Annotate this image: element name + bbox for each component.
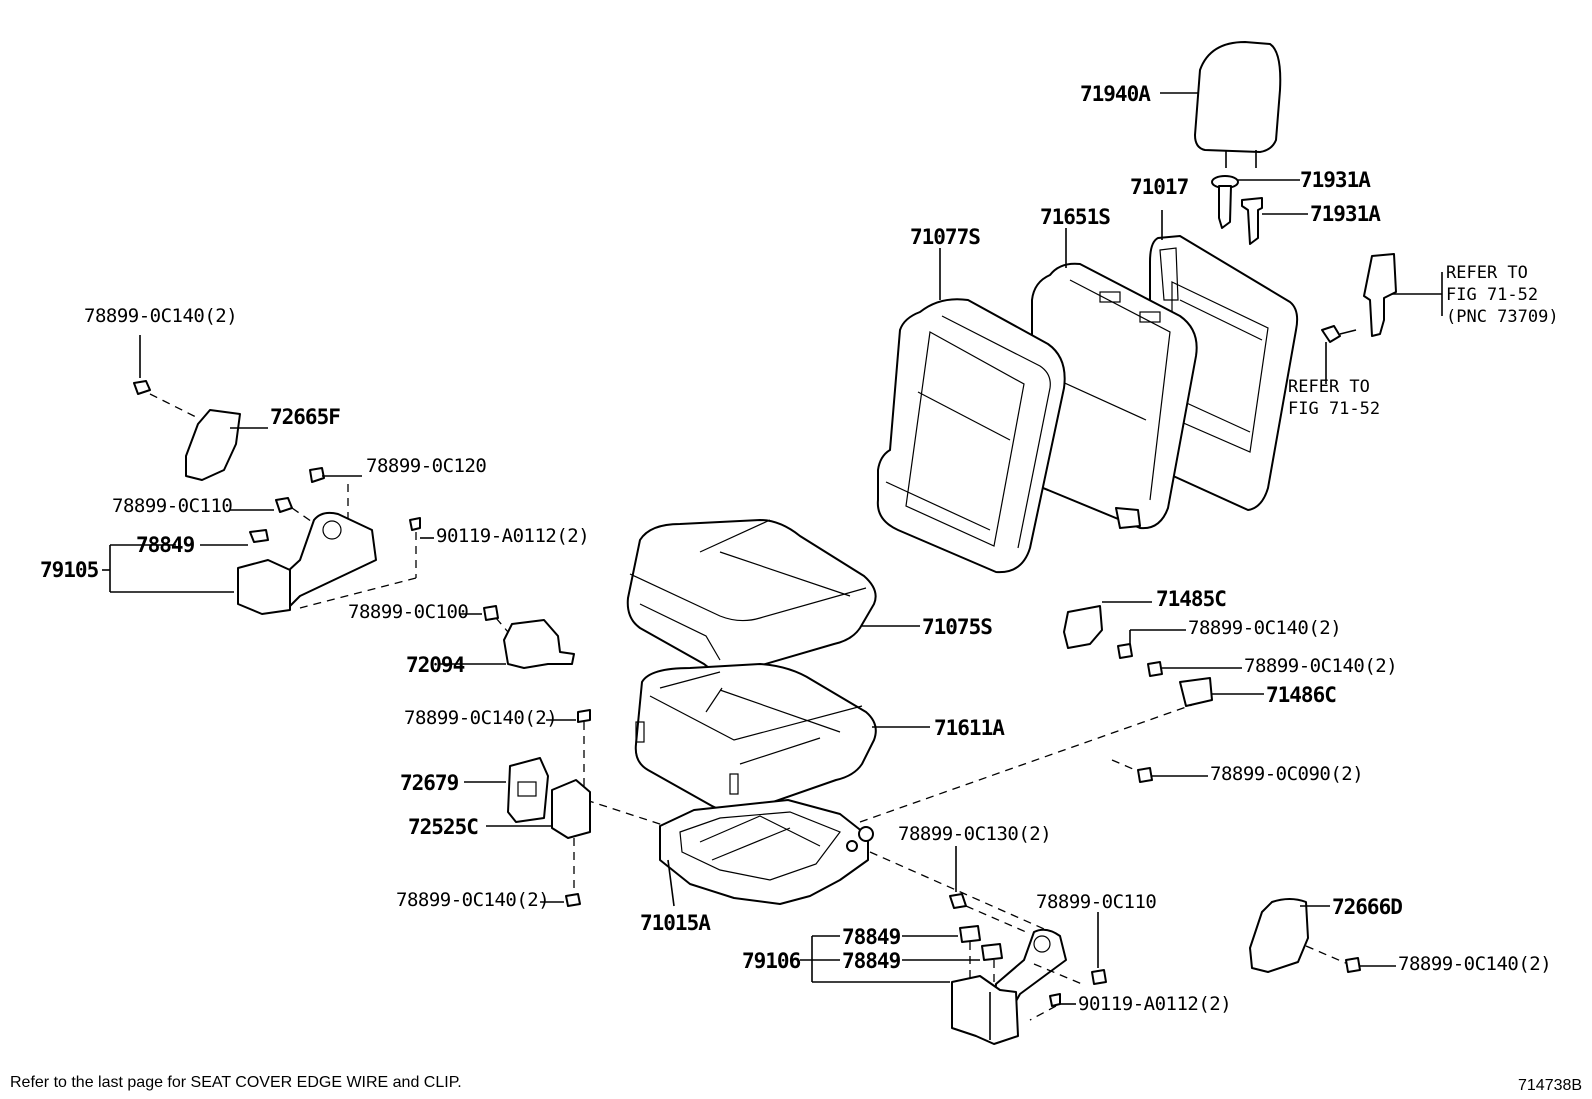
label-72525C: 72525C (408, 815, 478, 839)
label-71940A: 71940A (1080, 82, 1151, 106)
right-bracket-71485C-71486C (1063, 601, 1264, 707)
cover-72666D (1249, 898, 1396, 973)
figure-id: 714738B (1518, 1077, 1582, 1094)
label-78899-0C140-right-bottom: 78899-0C140(2) (1398, 953, 1551, 975)
ref-fig-upper-line2: FIG 71-52 (1446, 285, 1538, 305)
label-72679: 72679 (400, 771, 459, 795)
label-71485C: 71485C (1156, 587, 1226, 611)
label-79105: 79105 (40, 558, 99, 582)
ref-fig-upper-line1: REFER TO (1446, 263, 1528, 283)
label-78899-0C140-left-top: 78899-0C140(2) (84, 305, 237, 327)
label-78899-0C100: 78899-0C100 (348, 601, 468, 623)
seatback-pad-71651S (1030, 228, 1198, 530)
headrest-support-71931A (1211, 175, 1308, 245)
label-78899-0C120: 78899-0C120 (366, 455, 486, 477)
label-78899-0C090: 78899-0C090(2) (1210, 763, 1363, 785)
right-hinge-group (800, 846, 1107, 1045)
seat-cushion-cover-71075S (626, 519, 920, 674)
label-71015A: 71015A (640, 911, 711, 935)
ref-fig-lower-line1: REFER TO (1288, 377, 1370, 397)
label-78899-0C110-left: 78899-0C110 (112, 495, 232, 517)
label-78849-right-1: 78849 (842, 925, 901, 949)
label-78899-0C140-front-top: 78899-0C140(2) (404, 707, 557, 729)
bracket-72094 (440, 605, 575, 669)
label-72666D: 72666D (1332, 895, 1402, 919)
label-71931A-upper: 71931A (1300, 168, 1371, 192)
label-90119-A0112-left: 90119-A0112(2) (436, 525, 589, 547)
footer-note: Refer to the last page for SEAT COVER ED… (10, 1074, 462, 1091)
label-78899-0C140-front-bottom: 78899-0C140(2) (396, 889, 549, 911)
recliner-lever-ref (1321, 253, 1443, 384)
label-71075S: 71075S (922, 615, 992, 639)
ref-fig-upper-line3: (PNC 73709) (1446, 307, 1559, 327)
label-78899-0C140-right-2: 78899-0C140(2) (1244, 655, 1397, 677)
label-72094: 72094 (406, 653, 465, 677)
seat-frame-71015A (659, 799, 874, 907)
label-71651S: 71651S (1040, 205, 1110, 229)
label-71931A-lower: 71931A (1310, 202, 1381, 226)
headrest-71940A (1160, 41, 1282, 168)
label-79106: 79106 (742, 949, 801, 973)
seatback-frame-71017 (1148, 210, 1299, 511)
left-hinge-group (102, 335, 434, 615)
label-71611A: 71611A (934, 716, 1005, 740)
label-78849-right-2: 78849 (842, 949, 901, 973)
seatback-cover-71077S (876, 248, 1066, 574)
label-90119-A0112-right: 90119-A0112(2) (1078, 993, 1231, 1015)
bolt-78899-0C090 (1111, 759, 1208, 783)
label-78899-0C130: 78899-0C130(2) (898, 823, 1051, 845)
label-78899-0C110-right: 78899-0C110 (1036, 891, 1156, 913)
label-71017: 71017 (1130, 175, 1189, 199)
front-bracket-72679-72525C (464, 709, 591, 907)
label-71486C: 71486C (1266, 683, 1336, 707)
label-71077S: 71077S (910, 225, 980, 249)
label-78899-0C140-right-1: 78899-0C140(2) (1188, 617, 1341, 639)
seat-cushion-pad-71611A (634, 663, 930, 814)
label-72665F: 72665F (270, 405, 340, 429)
label-78849-left: 78849 (136, 533, 195, 557)
ref-fig-lower-line2: FIG 71-52 (1288, 399, 1380, 419)
